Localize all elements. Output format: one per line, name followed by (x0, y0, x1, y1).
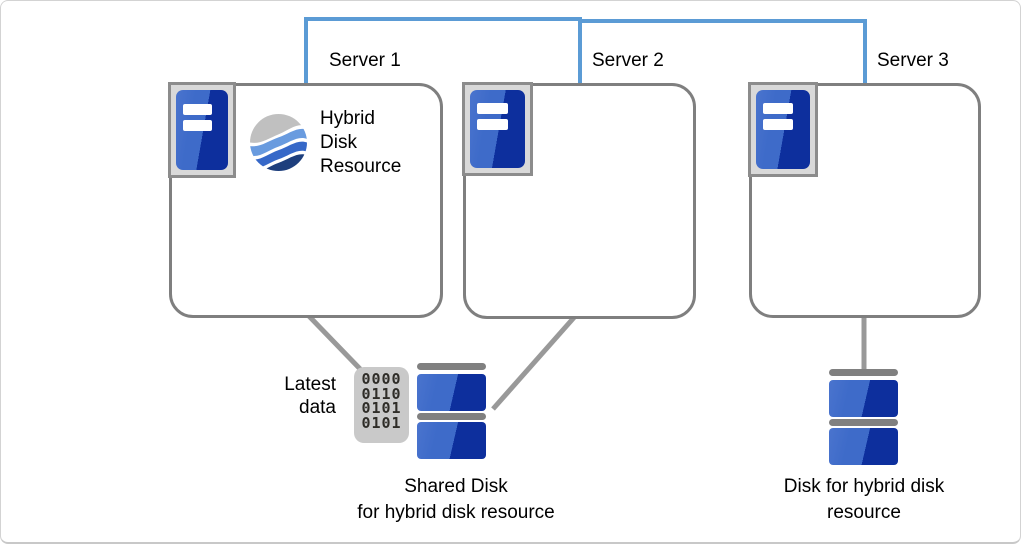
tower-slot-icon (182, 119, 212, 131)
disk-tray (829, 380, 898, 417)
server2-computer-icon (462, 82, 533, 176)
disk-cap (417, 363, 486, 370)
server-tower-icon (470, 90, 525, 168)
tower-slot-icon (182, 103, 212, 115)
connector-server1-shared-disk (304, 311, 366, 375)
hybrid-disk-label: Disk for hybrid disk resource (783, 476, 945, 523)
tower-slot-icon (477, 118, 508, 130)
disk-cap (417, 413, 486, 420)
server2-label: Server 2 (592, 50, 664, 71)
hybrid-disk-resource-label: Hybrid Disk Resource (320, 108, 402, 177)
tower-slot-icon (763, 103, 794, 115)
connector-server2-shared-disk (491, 311, 580, 411)
disk-tray (417, 422, 486, 459)
shared-disk-icon (417, 363, 486, 459)
tower-slot-icon (763, 119, 794, 131)
server-tower-icon (756, 90, 810, 169)
tower-slot-icon (477, 103, 508, 115)
disk-for-hybrid-disk-resource-icon (829, 369, 898, 465)
binary-data-icon: 0000 0110 0101 0101 (354, 367, 409, 443)
server3-computer-icon (748, 82, 818, 177)
interconnect-line-server2-server3 (581, 19, 867, 91)
interconnect-line-server1-server2 (304, 17, 582, 91)
server2-box (463, 83, 696, 319)
disk-cap (829, 419, 898, 426)
disk-tray (417, 374, 486, 411)
server1-computer-icon (168, 82, 236, 178)
server1-label: Server 1 (329, 50, 401, 71)
disk-cap (829, 369, 898, 376)
server3-label: Server 3 (877, 50, 949, 71)
shared-disk-label: Shared Disk for hybrid disk resource (357, 476, 555, 523)
disk-tray (829, 428, 898, 465)
latest-data-label: Latest data (284, 374, 336, 418)
server-tower-icon (176, 90, 228, 170)
hybrid-disk-resource-icon (250, 114, 307, 171)
